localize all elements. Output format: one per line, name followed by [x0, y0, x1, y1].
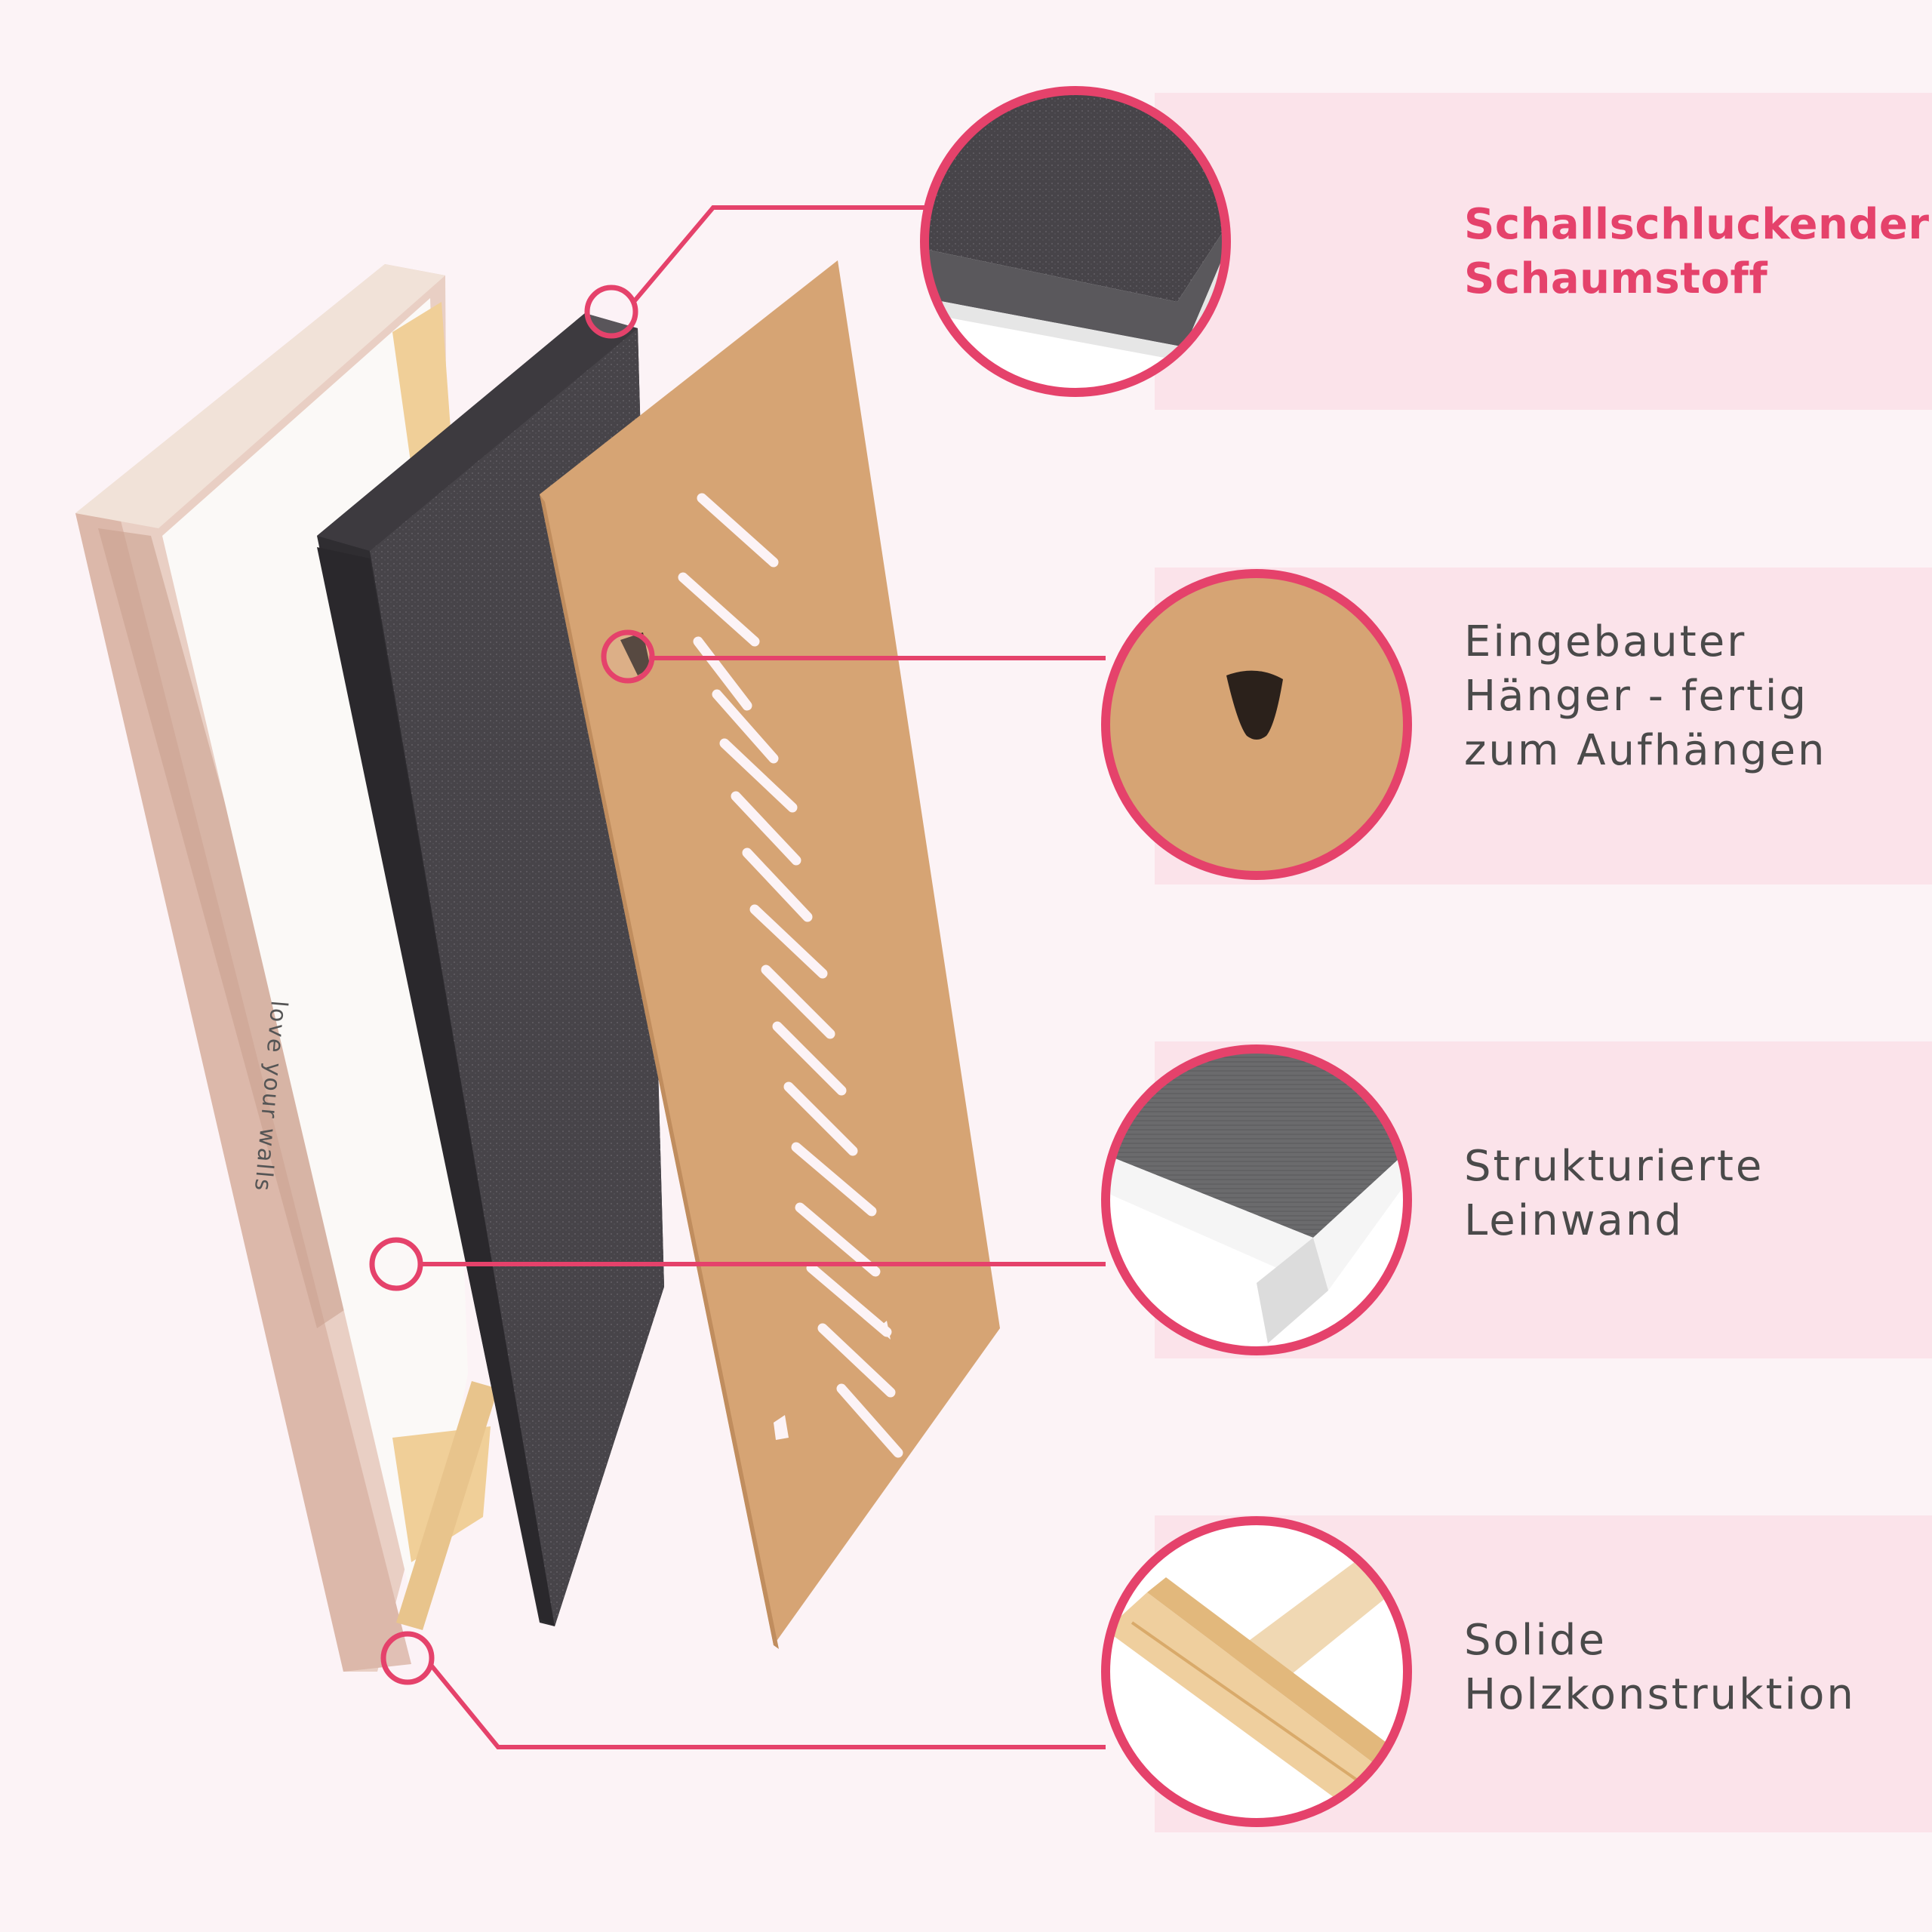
cardboard-slot	[817, 1323, 896, 1398]
cardboard-slot	[761, 964, 835, 1039]
cardboard-slot	[795, 1202, 881, 1277]
marker-rings	[369, 285, 655, 1685]
feature-label-line: Schallschluckender	[1464, 200, 1930, 249]
feature-label-hanger: Eingebauter Hänger - fertig zum Aufhänge…	[1464, 615, 1827, 778]
cardboard-slot	[693, 636, 752, 711]
cardboard-slot	[719, 738, 798, 813]
feature-label-canvas: Strukturierte Leinwand	[1464, 1140, 1764, 1248]
feature-label-line: Leinwand	[1464, 1196, 1684, 1245]
feature-label-line: Schaumstoff	[1464, 254, 1768, 303]
cardboard-slot	[712, 689, 779, 764]
cardboard-slot	[791, 1142, 877, 1217]
feature-label-line: Hänger - fertig	[1464, 672, 1809, 721]
cardboard-slot	[772, 1021, 847, 1096]
feature-label-line: Solide	[1464, 1616, 1607, 1665]
cardboard-slot	[836, 1383, 903, 1458]
cardboard-slot	[731, 791, 801, 866]
cardboard-back	[540, 260, 1000, 1649]
feature-label-line: Holzkonstruktion	[1464, 1670, 1856, 1719]
feature-label-line: Strukturierte	[1464, 1142, 1764, 1191]
cardboard-slot	[783, 1081, 858, 1156]
canvas-corner-icon	[1101, 1044, 1412, 1355]
wood-frame-icon	[1101, 1516, 1412, 1827]
feature-band-foam	[1155, 93, 1932, 410]
cardboard-slot	[697, 493, 779, 568]
cardboard-slot	[806, 1263, 892, 1337]
acoustic-foam-icon	[920, 86, 1231, 397]
feature-label-foam: Schallschluckender Schaumstoff	[1464, 198, 1930, 306]
cardboard-slot	[742, 848, 813, 922]
feature-label-wood: Solide Holzkonstruktion	[1464, 1614, 1856, 1722]
cardboard-slot	[678, 572, 760, 647]
feature-label-line: Eingebauter	[1464, 617, 1747, 666]
cardboard-slot	[749, 904, 828, 979]
hanger-hole-icon	[1101, 569, 1412, 880]
feature-label-line: zum Aufhängen	[1464, 726, 1827, 775]
